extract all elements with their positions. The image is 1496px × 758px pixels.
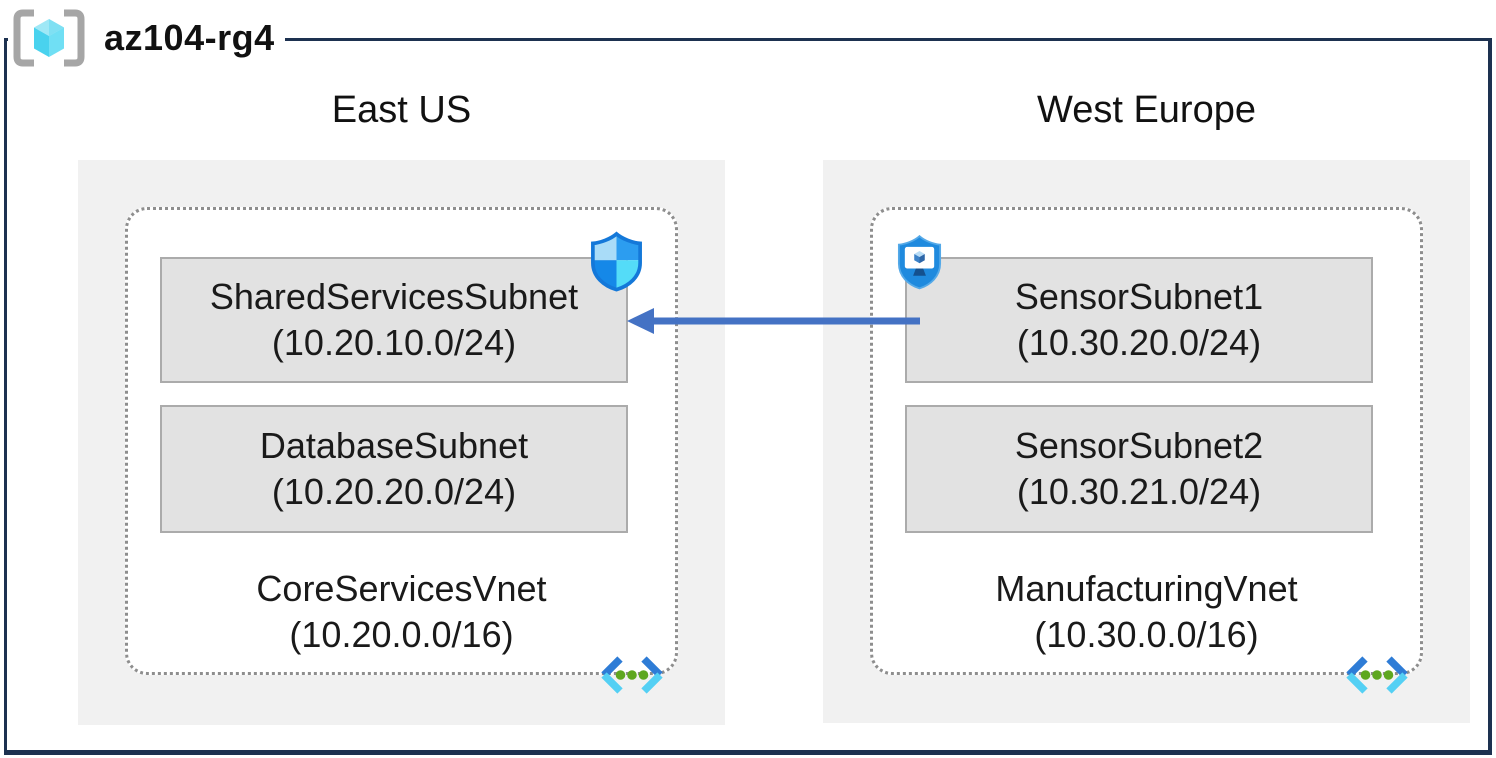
- subnet-cidr: (10.20.10.0/24): [271, 322, 517, 363]
- vnet-label-manufacturing: ManufacturingVnet (10.30.0.0/16): [873, 566, 1420, 658]
- subnet-name: SensorSubnet1: [1014, 276, 1264, 317]
- resource-group-header: az104-rg4: [8, 6, 285, 70]
- subnet-sharedservices: SharedServicesSubnet (10.20.10.0/24): [160, 257, 628, 383]
- region-label-west-europe: West Europe: [1037, 89, 1256, 131]
- vnet-name: CoreServicesVnet: [256, 568, 547, 609]
- subnet-cidr: (10.20.20.0/24): [271, 471, 517, 512]
- subnet-sensor2: SensorSubnet2 (10.30.21.0/24): [905, 405, 1373, 533]
- subnet-cidr: (10.30.20.0/24): [1016, 322, 1262, 363]
- resource-group-frame: [4, 38, 1492, 755]
- subnet-name: SharedServicesSubnet: [209, 276, 579, 317]
- vnet-box-coreservices: SharedServicesSubnet (10.20.10.0/24) Dat…: [125, 207, 678, 694]
- subnet-cidr: (10.30.21.0/24): [1016, 471, 1262, 512]
- subnet-name: DatabaseSubnet: [259, 425, 529, 466]
- vnet-name: ManufacturingVnet: [995, 568, 1298, 609]
- vnet-box-manufacturing: SensorSubnet1 (10.30.20.0/24) SensorSubn…: [870, 207, 1423, 694]
- virtual-network-icon: [601, 656, 663, 694]
- resource-group-title: az104-rg4: [104, 17, 275, 58]
- vnet-cidr: (10.30.0.0/16): [1034, 614, 1259, 655]
- subnet-database: DatabaseSubnet (10.20.20.0/24): [160, 405, 628, 533]
- resource-group-icon: [13, 9, 85, 67]
- network-security-shield-icon: [591, 231, 642, 292]
- virtual-network-icon: [1346, 656, 1408, 694]
- vnet-label-coreservices: CoreServicesVnet (10.20.0.0/16): [128, 566, 675, 658]
- peering-arrow: [627, 308, 920, 334]
- subnet-sensor1: SensorSubnet1 (10.30.20.0/24): [905, 257, 1373, 383]
- vnet-cidr: (10.20.0.0/16): [289, 614, 514, 655]
- region-label-east-us: East US: [331, 89, 472, 131]
- subnet-name: SensorSubnet2: [1014, 425, 1264, 466]
- shield-monitor-icon: [897, 234, 942, 290]
